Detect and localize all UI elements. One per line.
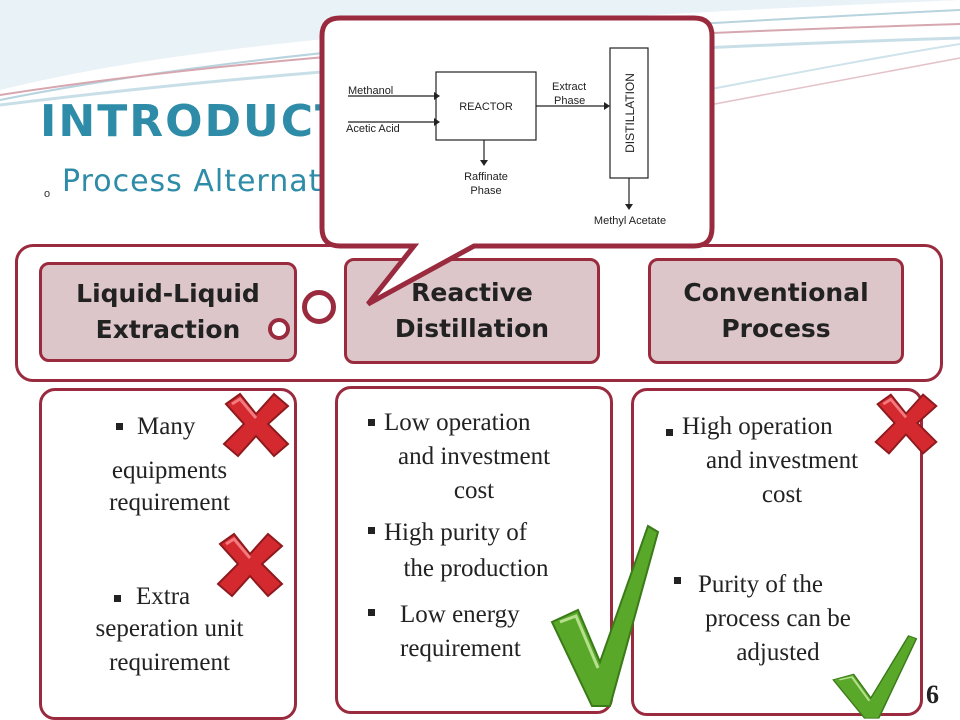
point-text: equipments [111, 457, 228, 484]
reactor-label: REACTOR [459, 101, 513, 113]
bullet-icon [666, 429, 673, 436]
bullet-icon [116, 423, 123, 430]
process-diagram-callout: REACTOR Methanol Acetic Acid Extract Pha… [319, 15, 715, 307]
column-conventional-process: High operation and investment cost Purit… [631, 388, 923, 716]
header-label-line1: Liquid-Liquid [76, 279, 260, 308]
point-text: Extra [136, 583, 191, 610]
extract-phase-label-line2: Phase [554, 95, 585, 107]
cross-icon [222, 392, 290, 458]
input-acetic-acid-label: Acetic Acid [346, 123, 400, 135]
point-text: High purity of [384, 519, 528, 546]
header-label-line1: Conventional [683, 278, 869, 307]
extract-phase-label-line1: Extract [552, 81, 586, 93]
cross-icon [216, 532, 284, 598]
point-text: and investment [705, 447, 859, 474]
distillation-label: DISTILLATION [623, 73, 637, 153]
checkmark-icon [832, 635, 918, 719]
bullet-icon [114, 595, 121, 602]
page-number: 6 [926, 680, 939, 709]
point-text: the production [403, 555, 549, 582]
point-text: Purity of the [698, 571, 823, 598]
raffinate-phase-label-line1: Raffinate [464, 171, 508, 183]
column-reactive-distillation: Low operation and investment cost High p… [335, 386, 613, 714]
header-label-line2: Distillation [394, 314, 550, 343]
point-text: Low operation [384, 409, 531, 436]
point-text: cost [761, 481, 803, 508]
header-label-line2: Extraction [95, 315, 241, 344]
point-text: cost [453, 477, 495, 504]
point-text: High operation [682, 413, 833, 440]
bullet-icon [368, 419, 375, 426]
bullet-icon [368, 609, 375, 616]
point-text: Low energy [400, 601, 520, 628]
subtitle-bullet-icon: o [44, 188, 51, 200]
point-text: requirement [400, 635, 521, 662]
bullet-icon [368, 527, 375, 534]
distillation-column [609, 47, 649, 179]
header-label-line1: Reactive [411, 278, 533, 307]
point-text: requirement [109, 489, 230, 516]
checkmark-icon [550, 524, 660, 707]
header-label-line2: Process [721, 314, 831, 343]
bullet-icon [674, 577, 681, 584]
product-methyl-acetate-label: Methyl Acetate [594, 215, 666, 227]
point-text: requirement [109, 649, 230, 676]
ring-icon [302, 290, 336, 324]
point-text: seperation unit [95, 615, 244, 642]
point-text: adjusted [736, 639, 820, 666]
point-text: Many [137, 413, 196, 440]
reactor-box [435, 71, 537, 141]
input-methanol-label: Methanol [348, 85, 393, 97]
raffinate-phase-label-line2: Phase [470, 185, 501, 197]
point-text: and investment [397, 443, 551, 470]
point-text: process can be [705, 605, 851, 632]
ring-icon [268, 318, 290, 340]
cross-icon [874, 393, 938, 455]
